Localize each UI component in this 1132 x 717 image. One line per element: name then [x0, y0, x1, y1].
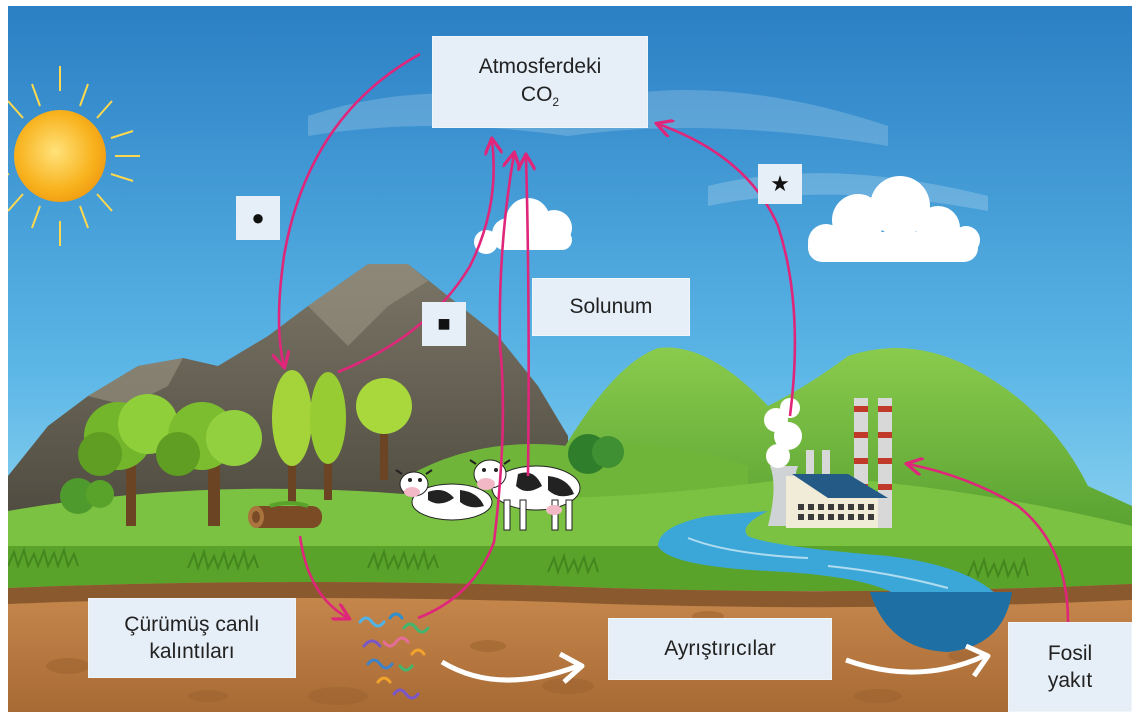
sun-icon: [8, 66, 140, 246]
underground-water: [870, 592, 1012, 652]
decomposition-flow-arrow: [440, 659, 579, 683]
co2-subscript: 2: [552, 94, 560, 109]
fossil-fuel-line2: yakıt: [1047, 669, 1093, 692]
co2-text: CO: [520, 82, 553, 106]
plant-respiration-arrow: [337, 140, 494, 374]
atmosphere-label-line1: Atmosferdeki: [478, 55, 602, 79]
combustion-arrow: [658, 124, 797, 417]
decomposers-label: Ayrıştırıcılar: [608, 618, 832, 680]
respiration-label: Solunum: [532, 278, 690, 336]
cow: [395, 469, 493, 521]
tree: [156, 402, 262, 526]
photosynthesis-arrow: [279, 52, 421, 366]
fossilization-flow-arrow: [845, 653, 986, 675]
cloud-icon: [808, 176, 980, 262]
decomposer-microbes-icon: [358, 612, 430, 700]
atmosphere-label-line2: CO2: [521, 81, 559, 111]
dead-remains-line1: Çürümüş canlı: [124, 612, 260, 636]
square-marker-icon: ■: [422, 302, 466, 346]
carbon-cycle-scene: Atmosferdeki CO2 Solunum Çürümüş canlı k…: [8, 6, 1132, 712]
dead-remains-line2: kalıntıları: [149, 640, 235, 663]
dead-remains-arrow: [298, 535, 348, 618]
tree: [272, 370, 312, 502]
fossil-fuel-arrow: [908, 464, 1070, 623]
factory: [764, 398, 892, 528]
fallen-log: [248, 501, 322, 528]
fossil-fuel-label: Fosil yakıt: [1008, 622, 1132, 712]
animal-respiration-arrow: [526, 156, 529, 477]
river: [658, 511, 998, 596]
bush: [60, 434, 624, 514]
cow: [469, 459, 581, 531]
tree: [310, 372, 346, 500]
tree: [356, 378, 412, 480]
dead-remains-label: Çürümüş canlı kalıntıları: [88, 598, 296, 678]
atmosphere-co2-label: Atmosferdeki CO2: [432, 36, 648, 128]
decomposer-respiration-arrow: [417, 154, 514, 620]
fossil-fuel-line1: Fosil: [1047, 641, 1093, 665]
dot-marker-icon: ●: [236, 196, 280, 240]
star-marker-icon: ★: [758, 164, 802, 204]
